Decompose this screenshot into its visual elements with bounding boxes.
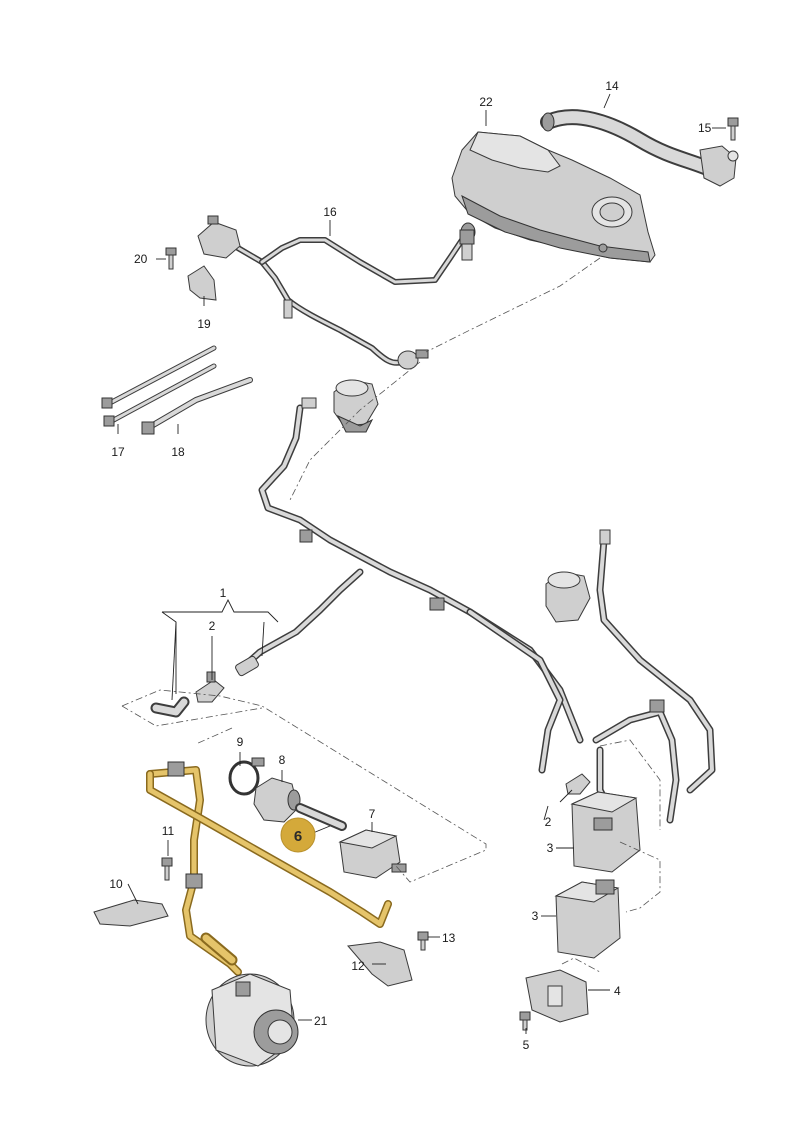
callout-1: 1	[220, 586, 227, 600]
callout-5: 5	[523, 1038, 530, 1052]
callout-4: 4	[614, 984, 621, 998]
clamp-part-9	[228, 757, 265, 796]
highlight-badge-6: 6	[280, 817, 316, 853]
callout-3-lower: 3	[532, 909, 539, 923]
callout-2-right: 2	[545, 815, 552, 829]
bolt-part-5	[519, 1011, 531, 1031]
pipe-assembly-part-1	[235, 397, 716, 824]
callout-8: 8	[279, 753, 286, 767]
callout-21: 21	[314, 1014, 328, 1028]
callout-11: 11	[162, 824, 175, 838]
callout-10: 10	[109, 877, 123, 891]
callout-19: 19	[197, 317, 211, 331]
highlighted-hose-part-6	[146, 761, 392, 976]
hose-to-valve-7	[295, 803, 347, 831]
callout-labels: 1 2 2 3 3 4 5 7 8 9 10 11 12 13 14 15 16…	[109, 79, 711, 1052]
valve-part-7	[338, 829, 407, 879]
breather-hose-part-14	[540, 109, 739, 187]
callout-22: 22	[479, 95, 493, 109]
solenoid-valve-part-3-upper	[570, 791, 641, 873]
engine-cover-part-22	[451, 131, 656, 263]
assembly-outlines	[121, 257, 661, 973]
bolt-part-20	[165, 247, 177, 270]
bolt-part-13	[417, 931, 429, 951]
valve-upper	[333, 379, 379, 433]
bracket-part-4	[525, 969, 589, 1023]
vacuum-pump-part-21	[205, 973, 299, 1067]
elbow-hose	[150, 696, 190, 718]
callout-2-left: 2	[209, 619, 216, 633]
bracket-part-10	[93, 899, 169, 927]
vacuum-line-part-16	[197, 215, 475, 370]
callout-9: 9	[237, 735, 244, 749]
filter-part-8	[253, 777, 301, 823]
connector-part-2-left	[195, 671, 225, 703]
connector-part-2-right	[565, 773, 591, 795]
bolt-part-15	[727, 117, 739, 141]
callout-15: 15	[698, 121, 712, 135]
callout-7: 7	[369, 807, 376, 821]
cable-tie-part-18	[141, 377, 253, 435]
callout-3-upper: 3	[547, 841, 554, 855]
bolt-part-11	[161, 857, 173, 881]
callout-18: 18	[171, 445, 185, 459]
callout-17: 17	[111, 445, 125, 459]
valve-right	[545, 571, 591, 623]
callout-20: 20	[134, 252, 148, 266]
callout-16: 16	[323, 205, 337, 219]
solenoid-valve-part-3-lower	[554, 879, 621, 959]
callout-13: 13	[442, 931, 456, 945]
callout-12: 12	[351, 959, 365, 973]
callout-14: 14	[605, 79, 619, 93]
bracket-part-19	[187, 265, 217, 301]
badge-label: 6	[294, 828, 302, 845]
badge-circle	[280, 817, 316, 853]
cable-ties-part-17	[101, 345, 217, 427]
